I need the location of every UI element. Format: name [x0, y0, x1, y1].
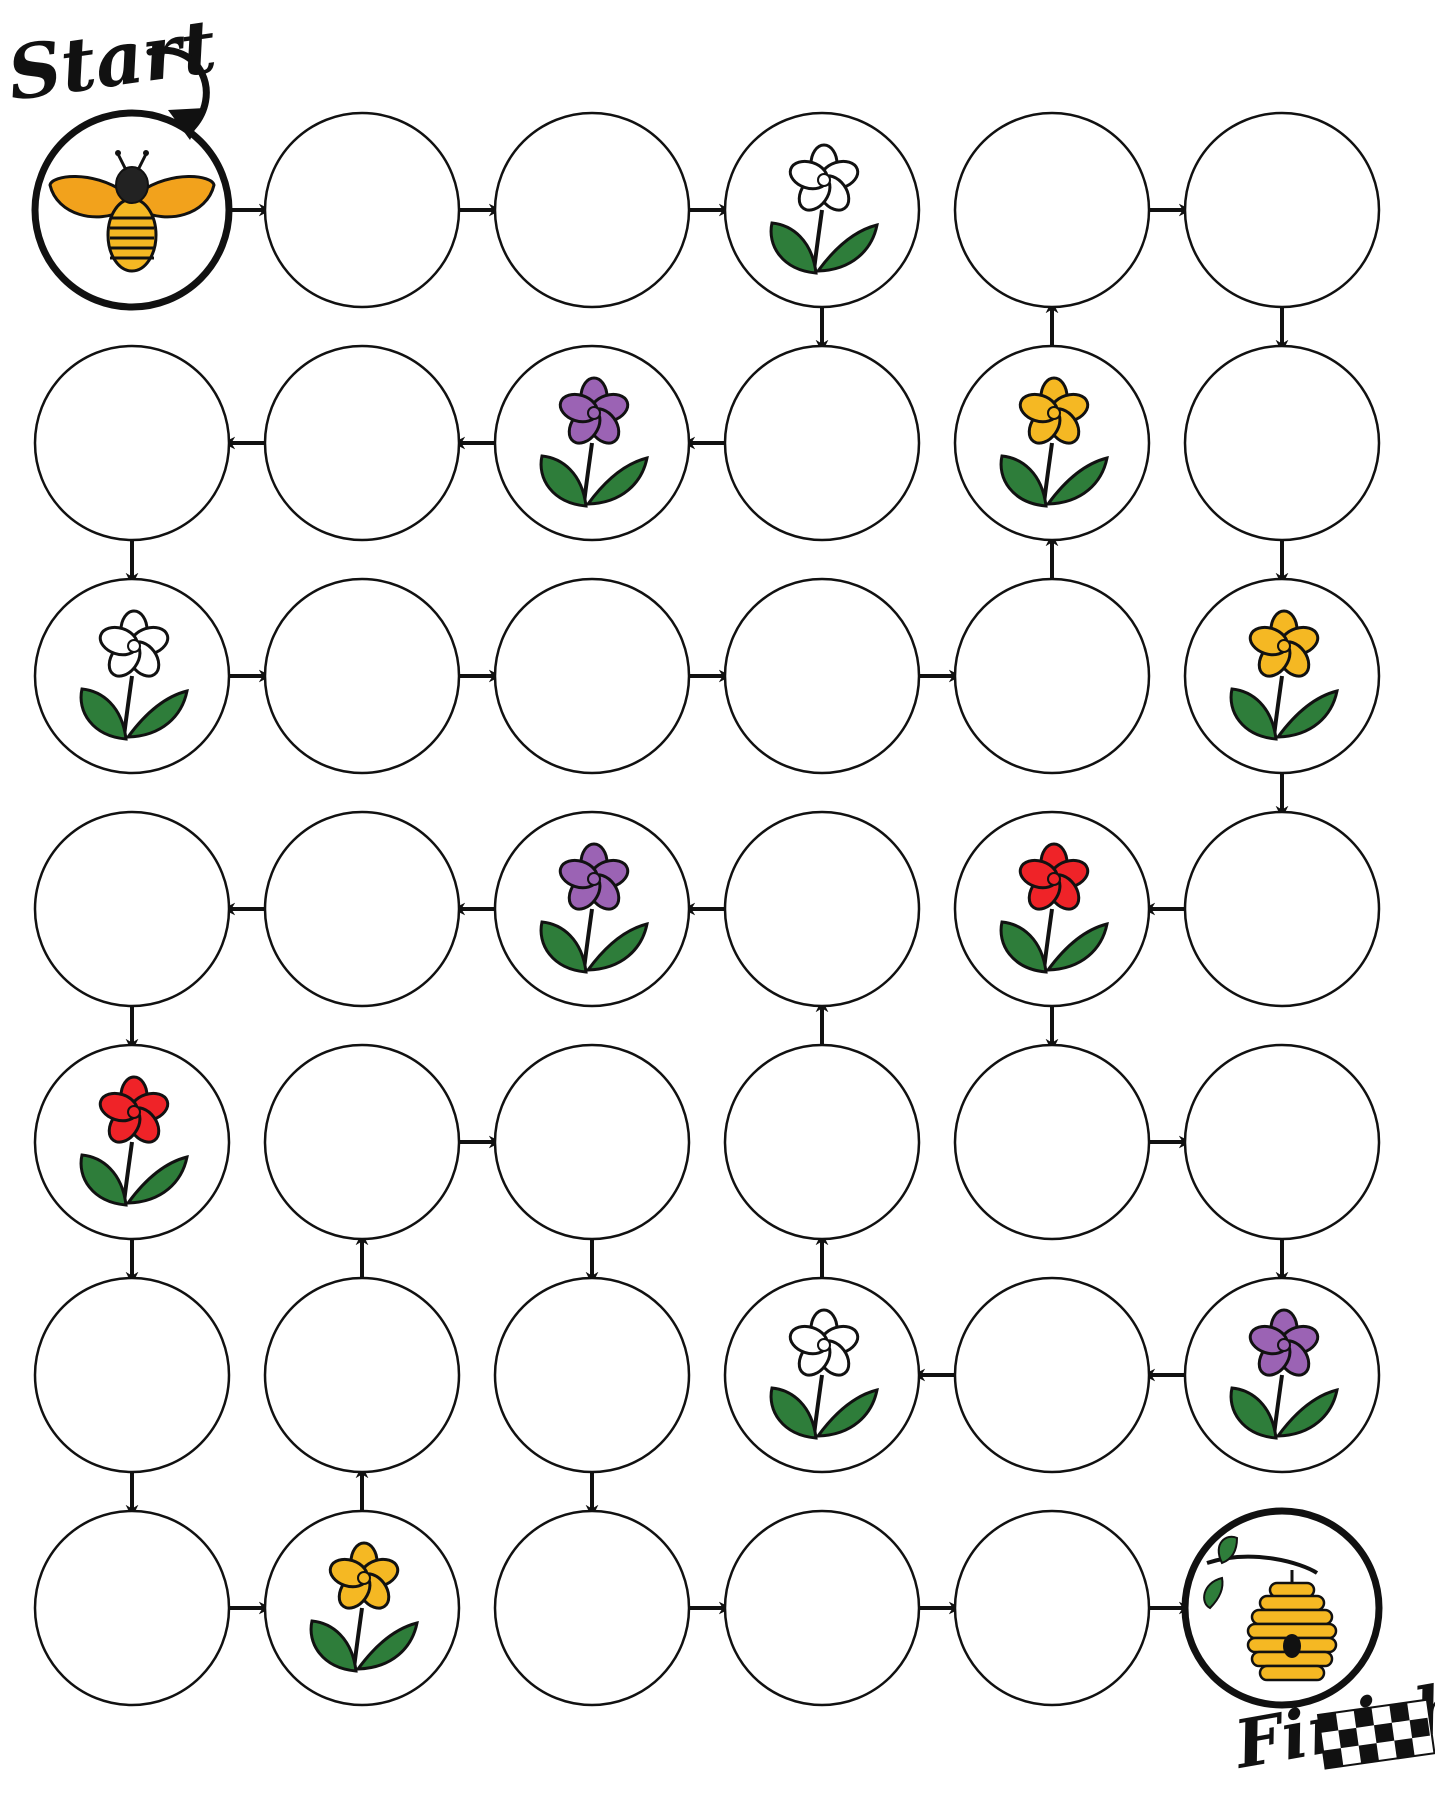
maze-cell[interactable]	[495, 1045, 689, 1239]
maze-cell[interactable]	[725, 1278, 919, 1472]
maze-cell[interactable]	[265, 113, 459, 307]
cell-circle[interactable]	[1185, 113, 1379, 307]
maze-cell[interactable]	[955, 812, 1149, 1006]
maze-cell[interactable]	[955, 1278, 1149, 1472]
maze-cell[interactable]	[265, 579, 459, 773]
maze-cell[interactable]	[955, 1511, 1149, 1705]
maze-cell[interactable]	[35, 113, 229, 307]
maze-cell[interactable]	[725, 579, 919, 773]
maze-cell[interactable]	[35, 579, 229, 773]
maze-cell[interactable]	[955, 113, 1149, 307]
cell-circle[interactable]	[955, 1278, 1149, 1472]
maze-cell[interactable]	[725, 1045, 919, 1239]
cell-circle[interactable]	[1185, 812, 1379, 1006]
maze-cell[interactable]	[265, 346, 459, 540]
maze-cell[interactable]	[1185, 1045, 1379, 1239]
cell-circle[interactable]	[725, 1045, 919, 1239]
maze-cell[interactable]	[725, 1511, 919, 1705]
maze-cell[interactable]	[265, 1045, 459, 1239]
maze-cell[interactable]	[1185, 812, 1379, 1006]
cell-circle[interactable]	[35, 346, 229, 540]
cell-circle[interactable]	[35, 812, 229, 1006]
cell-circle[interactable]	[495, 1511, 689, 1705]
cell-circle[interactable]	[955, 1511, 1149, 1705]
cell-circle[interactable]	[495, 1278, 689, 1472]
cell-circle[interactable]	[1185, 1045, 1379, 1239]
maze-cell[interactable]	[495, 1278, 689, 1472]
maze-cell[interactable]	[955, 346, 1149, 540]
maze-cell[interactable]	[35, 1511, 229, 1705]
maze-cell[interactable]	[495, 113, 689, 307]
cell-circle[interactable]	[495, 579, 689, 773]
maze-cell[interactable]	[725, 812, 919, 1006]
maze-cell[interactable]	[495, 579, 689, 773]
cell-circle[interactable]	[725, 579, 919, 773]
cell-circle[interactable]	[265, 346, 459, 540]
cell-circle[interactable]	[1185, 346, 1379, 540]
cell-circle[interactable]	[265, 579, 459, 773]
maze-cell[interactable]	[495, 812, 689, 1006]
cell-circle[interactable]	[495, 1045, 689, 1239]
cell-circle[interactable]	[35, 1278, 229, 1472]
maze-cell[interactable]	[1185, 1278, 1379, 1472]
maze-cell[interactable]	[35, 1045, 229, 1239]
cell-circle[interactable]	[265, 1045, 459, 1239]
maze-cell[interactable]	[1185, 346, 1379, 540]
maze-cell[interactable]	[955, 1045, 1149, 1239]
maze-cell[interactable]	[265, 812, 459, 1006]
maze-cell[interactable]	[495, 346, 689, 540]
cell-circle[interactable]	[265, 113, 459, 307]
cell-circle[interactable]	[265, 1278, 459, 1472]
cell-circle[interactable]	[35, 1511, 229, 1705]
maze-cell[interactable]	[265, 1278, 459, 1472]
maze-cell[interactable]	[495, 1511, 689, 1705]
maze-cell[interactable]	[725, 346, 919, 540]
cell-circle[interactable]	[265, 812, 459, 1006]
cell-circle[interactable]	[725, 346, 919, 540]
maze-cell[interactable]	[265, 1511, 459, 1705]
cell-circle[interactable]	[955, 579, 1149, 773]
maze-cell[interactable]	[955, 579, 1149, 773]
cell-circle[interactable]	[725, 812, 919, 1006]
cell-circle[interactable]	[725, 1511, 919, 1705]
maze-cell[interactable]	[1185, 113, 1379, 307]
cell-circle[interactable]	[955, 113, 1149, 307]
maze-cell[interactable]	[35, 346, 229, 540]
maze-cell[interactable]	[35, 1278, 229, 1472]
maze-cell[interactable]	[1185, 579, 1379, 773]
maze-cell[interactable]	[725, 113, 919, 307]
maze-cell[interactable]	[1185, 1511, 1379, 1705]
maze-cell[interactable]	[35, 812, 229, 1006]
cell-circle[interactable]	[955, 1045, 1149, 1239]
cell-circle[interactable]	[495, 113, 689, 307]
